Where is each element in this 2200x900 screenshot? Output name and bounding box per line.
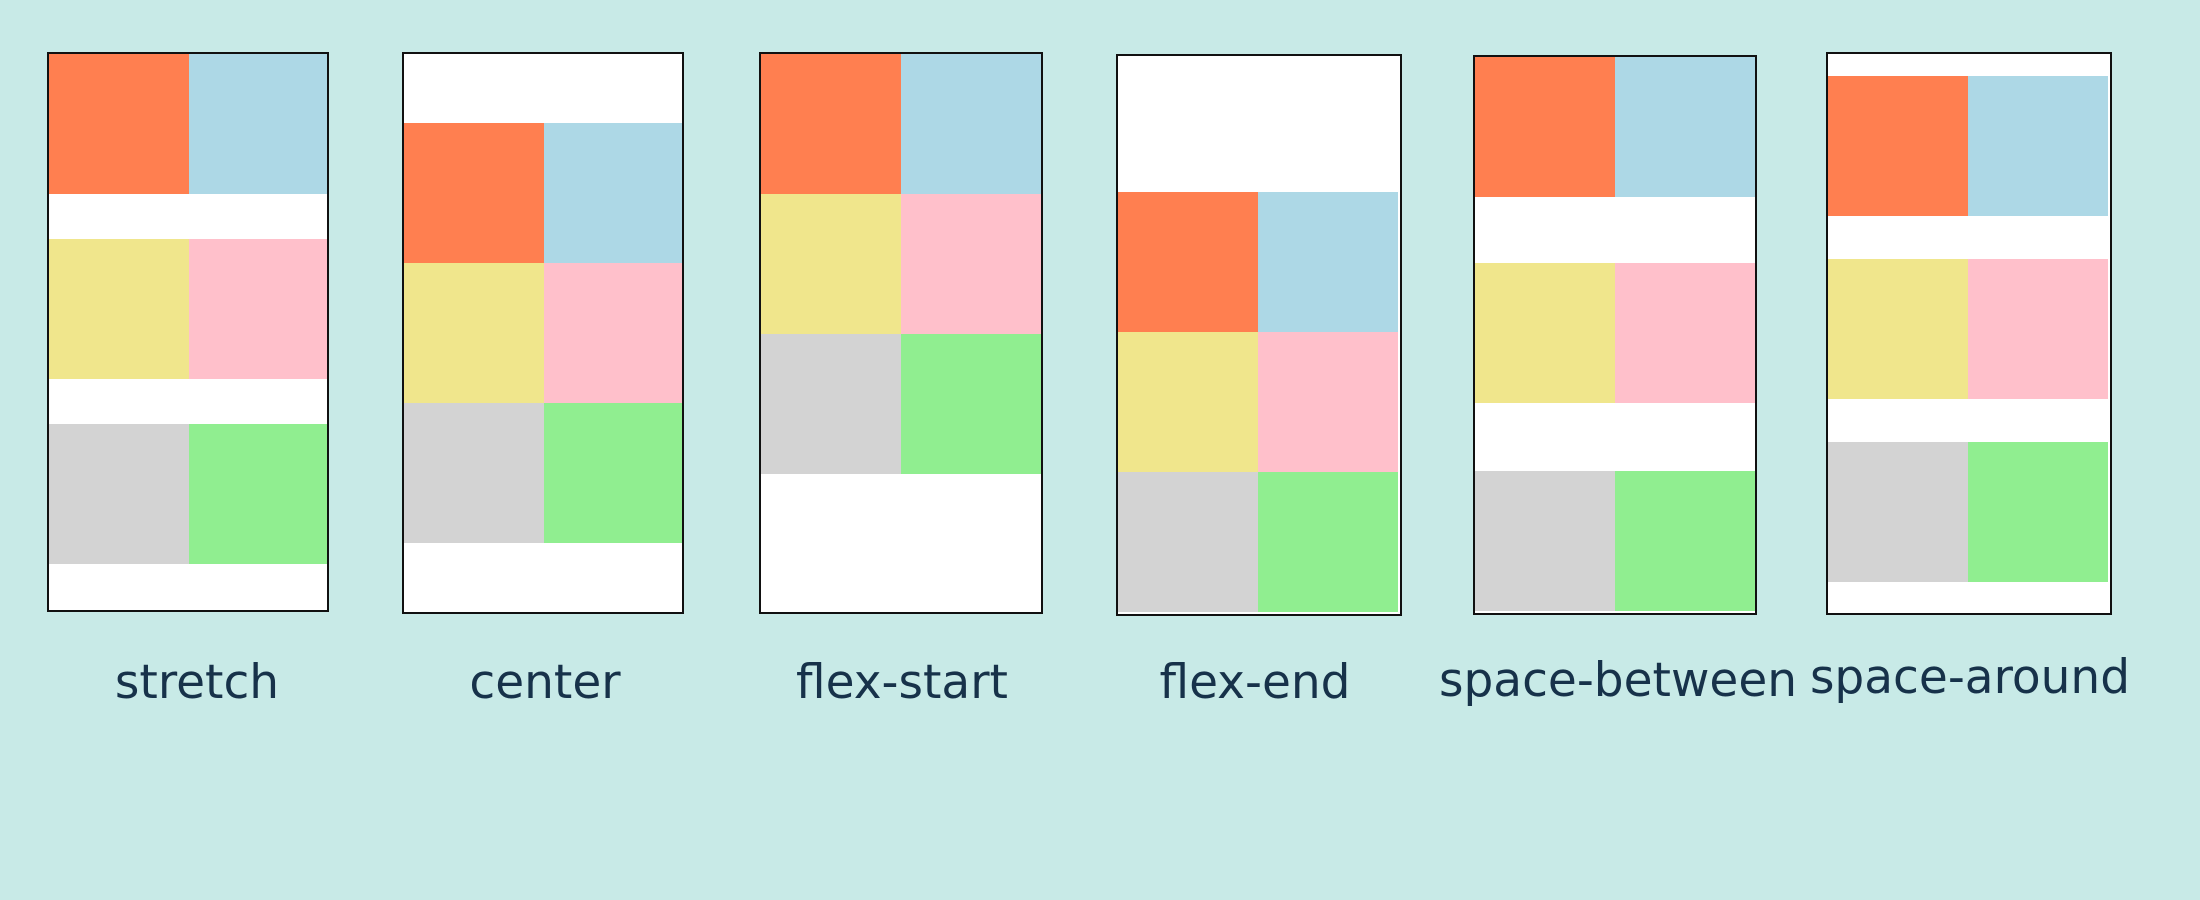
label-center: center: [469, 655, 621, 710]
panel-center: [402, 52, 684, 614]
flex-item-khaki-center: [404, 263, 544, 403]
flex-item-pink-space-around: [1968, 259, 2108, 399]
flex-item-pink-space-between: [1615, 263, 1755, 403]
flex-item-lightblue-space-around: [1968, 76, 2108, 216]
flex-item-lightgreen-center: [544, 403, 682, 543]
panel-flex-end: [1116, 54, 1402, 616]
flex-item-lightgray-flex-start: [761, 334, 901, 474]
panel-space-around: [1826, 52, 2112, 615]
flex-item-coral-center: [404, 123, 544, 263]
flex-item-lightgreen-space-between: [1615, 471, 1755, 611]
flex-item-lightgreen-space-around: [1968, 442, 2108, 582]
flex-item-khaki-flex-end: [1118, 332, 1258, 472]
flex-item-lightgray-flex-end: [1118, 472, 1258, 612]
flex-item-lightblue-space-between: [1615, 57, 1755, 197]
panel-space-between: [1473, 55, 1757, 615]
label-space-between: space-between: [1438, 653, 1798, 708]
panel-flex-start: [759, 52, 1043, 614]
flex-item-khaki-stretch: [49, 239, 189, 379]
flex-item-lightgreen-flex-end: [1258, 472, 1398, 612]
flex-item-lightgray-space-around: [1828, 442, 1968, 582]
flex-item-coral-space-between: [1475, 57, 1615, 197]
flex-item-lightgreen-stretch: [189, 424, 327, 564]
flex-item-lightgray-space-between: [1475, 471, 1615, 611]
label-space-around: space-around: [1809, 650, 2131, 705]
label-flex-start: flex-start: [796, 655, 1008, 710]
flex-item-khaki-flex-start: [761, 194, 901, 334]
flex-item-lightgray-stretch: [49, 424, 189, 564]
flex-item-pink-center: [544, 263, 682, 403]
flex-item-coral-flex-start: [761, 54, 901, 194]
flex-item-pink-flex-start: [901, 194, 1041, 334]
flex-item-pink-stretch: [189, 239, 327, 379]
flex-item-khaki-space-around: [1828, 259, 1968, 399]
label-flex-end: flex-end: [1159, 655, 1351, 710]
flex-item-pink-flex-end: [1258, 332, 1398, 472]
flex-item-lightblue-flex-start: [901, 54, 1041, 194]
flex-item-coral-space-around: [1828, 76, 1968, 216]
flex-item-coral-stretch: [49, 54, 189, 194]
label-stretch: stretch: [114, 655, 280, 710]
flex-item-khaki-space-between: [1475, 263, 1615, 403]
flex-item-lightblue-center: [544, 123, 682, 263]
panel-stretch: [47, 52, 329, 612]
flex-item-lightgray-center: [404, 403, 544, 543]
flex-item-lightblue-stretch: [189, 54, 327, 194]
flex-item-lightgreen-flex-start: [901, 334, 1041, 474]
flex-item-lightblue-flex-end: [1258, 192, 1398, 332]
flex-item-coral-flex-end: [1118, 192, 1258, 332]
